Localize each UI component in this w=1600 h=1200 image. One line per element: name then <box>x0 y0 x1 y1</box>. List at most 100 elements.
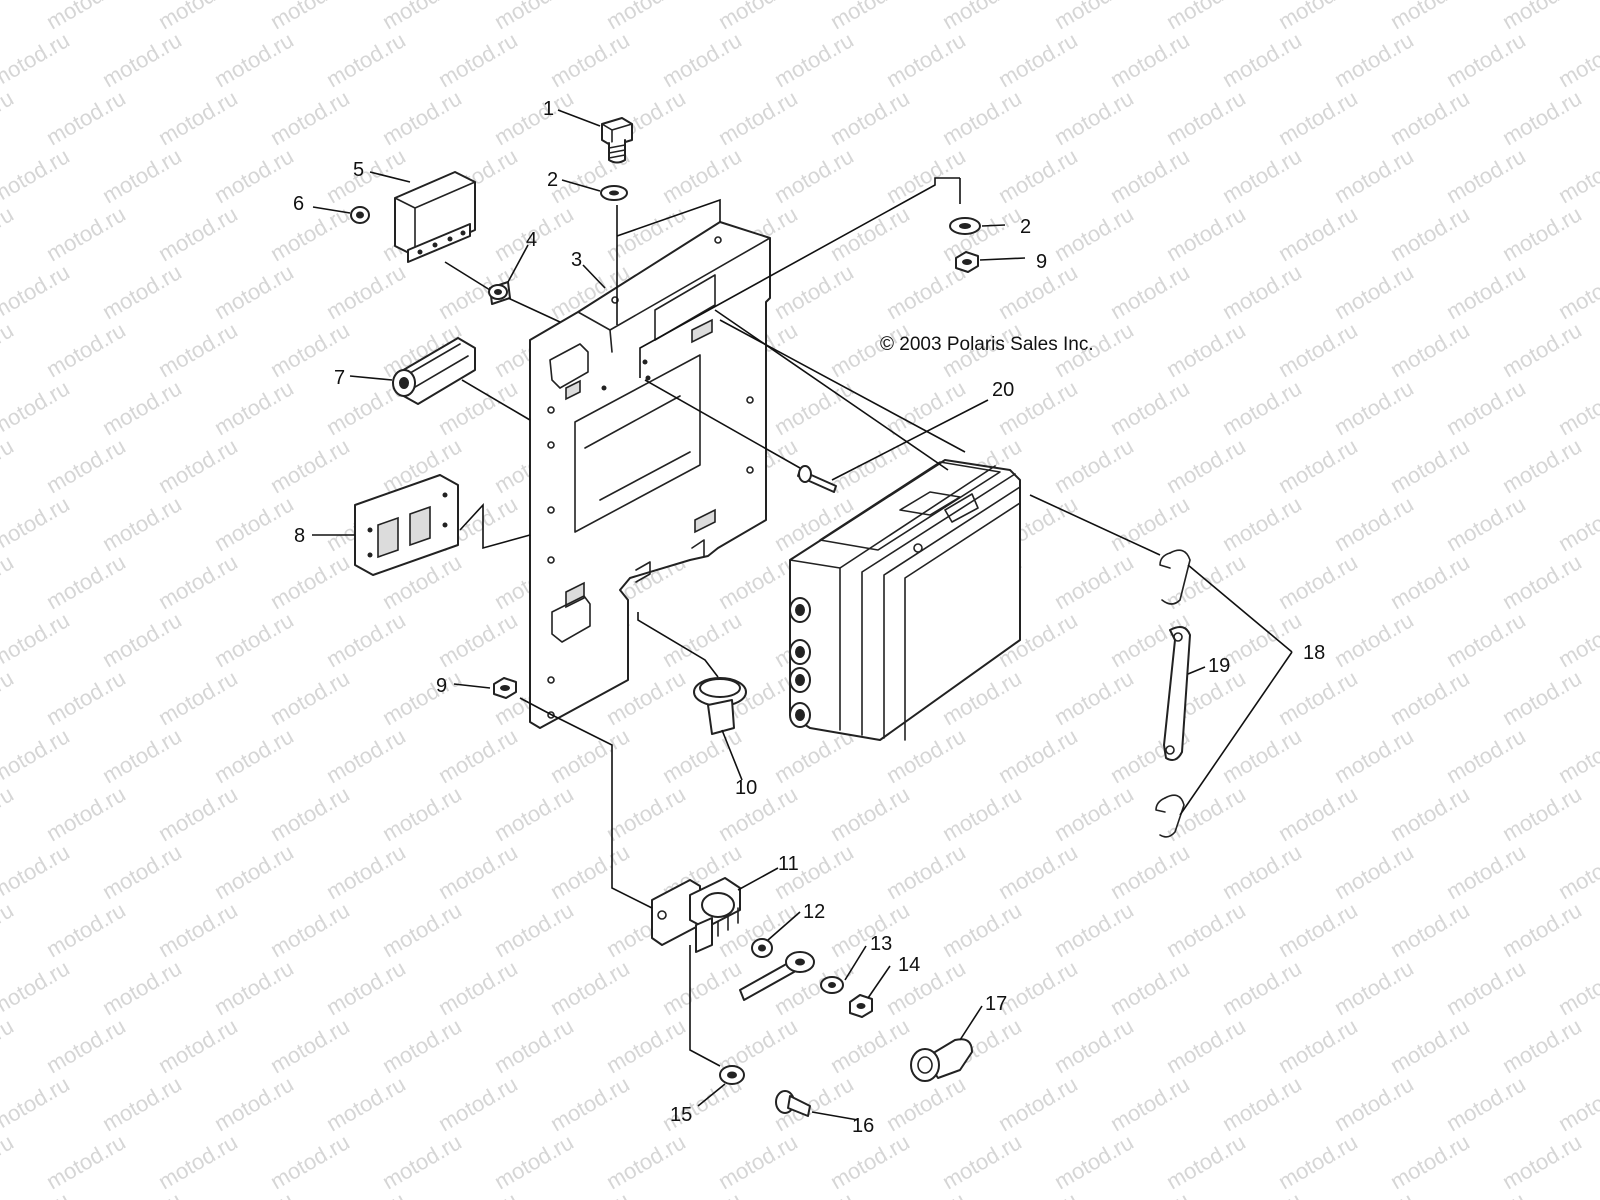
watermark-text: motod.ru <box>42 85 130 150</box>
watermark-text: motod.ru <box>210 955 298 1020</box>
watermark-text: motod.ru <box>1106 27 1194 92</box>
watermark-text: motod.ru <box>378 897 466 962</box>
watermark-text: motod.ru <box>0 1071 74 1136</box>
watermark-text: motod.ru <box>1498 897 1586 962</box>
callout-11: 11 <box>778 853 799 875</box>
watermark-text: motod.ru <box>1554 723 1600 788</box>
callout-leaders <box>312 109 1293 1121</box>
watermark-text: motod.ru <box>1442 259 1530 324</box>
watermark-text: motod.ru <box>210 143 298 208</box>
watermark-text: motod.ru <box>714 1129 802 1194</box>
watermark-text: motod.ru <box>0 897 18 962</box>
callout-6: 6 <box>293 193 304 215</box>
watermark-text: motod.ru <box>714 781 802 846</box>
watermark-text: motod.ru <box>826 85 914 150</box>
watermark-text: motod.ru <box>1274 781 1362 846</box>
watermark-text: motod.ru <box>210 1071 298 1136</box>
watermark-text: motod.ru <box>826 1013 914 1078</box>
watermark-text: motod.ru <box>434 607 522 672</box>
watermark-text: motod.ru <box>1218 491 1306 556</box>
watermark-text: motod.ru <box>490 1129 578 1194</box>
watermark-text: motod.ru <box>0 781 18 846</box>
watermark-text: motod.ru <box>546 955 634 1020</box>
watermark-text: motod.ru <box>490 1013 578 1078</box>
watermark-text: motod.ru <box>490 781 578 846</box>
watermark-text: motod.ru <box>1386 665 1474 730</box>
watermark-text: motod.ru <box>1162 0 1250 34</box>
watermark-text: motod.ru <box>154 665 242 730</box>
watermark-text: motod.ru <box>1106 955 1194 1020</box>
watermark-text: motod.ru <box>1386 1013 1474 1078</box>
watermark-text: motod.ru <box>0 955 74 1020</box>
callout-16: 16 <box>852 1115 874 1137</box>
exploded-view-lines <box>444 177 1161 1067</box>
watermark-text: motod.ru <box>1162 85 1250 150</box>
watermark-text: motod.ru <box>42 1129 130 1194</box>
watermark-text: motod.ru <box>1162 897 1250 962</box>
callout-2-right: 2 <box>1020 216 1031 238</box>
watermark-text: motod.ru <box>98 1187 186 1200</box>
watermark-text: motod.ru <box>1050 85 1138 150</box>
watermark-text: motod.ru <box>42 665 130 730</box>
nut-part-9-left <box>493 677 517 699</box>
watermark-text: motod.ru <box>1442 839 1530 904</box>
watermark-text: motod.ru <box>1554 955 1600 1020</box>
watermark-text: motod.ru <box>1050 665 1138 730</box>
callout-14: 14 <box>898 954 920 976</box>
watermark-text: motod.ru <box>42 317 130 382</box>
watermark-text: motod.ru <box>994 1071 1082 1136</box>
watermark-text: motod.ru <box>1106 143 1194 208</box>
watermark-text: motod.ru <box>490 0 578 34</box>
screw-part-16 <box>775 1090 811 1117</box>
watermark-text: motod.ru <box>378 665 466 730</box>
watermark-text: motod.ru <box>98 259 186 324</box>
watermark-text: motod.ru <box>154 1129 242 1194</box>
callout-15: 15 <box>670 1104 692 1126</box>
watermark-text: motod.ru <box>770 27 858 92</box>
watermark-text: motod.ru <box>1330 607 1418 672</box>
watermark-text: motod.ru <box>1218 1071 1306 1136</box>
watermark-text: motod.ru <box>1386 781 1474 846</box>
watermark-text: motod.ru <box>0 143 74 208</box>
watermark-text: motod.ru <box>434 955 522 1020</box>
watermark-text: motod.ru <box>1162 201 1250 266</box>
watermark-text: motod.ru <box>546 723 634 788</box>
watermark-text: motod.ru <box>1274 0 1362 34</box>
watermark-text: motod.ru <box>322 607 410 672</box>
watermark-text: motod.ru <box>1386 201 1474 266</box>
watermark-text: motod.ru <box>434 723 522 788</box>
watermark-text: motod.ru <box>154 897 242 962</box>
watermark-text: motod.ru <box>1386 85 1474 150</box>
watermark-text: motod.ru <box>938 201 1026 266</box>
watermark-text: motod.ru <box>602 1129 690 1194</box>
watermark-text: motod.ru <box>1498 85 1586 150</box>
watermark-text: motod.ru <box>98 839 186 904</box>
watermark-text: motod.ru <box>322 1071 410 1136</box>
watermark-text: motod.ru <box>994 143 1082 208</box>
watermark-text: motod.ru <box>938 1129 1026 1194</box>
housing-part-7 <box>392 337 476 405</box>
watermark-text: motod.ru <box>98 491 186 556</box>
watermark-text: motod.ru <box>42 781 130 846</box>
watermark-text: motod.ru <box>210 839 298 904</box>
callout-20: 20 <box>992 379 1014 401</box>
watermark-text: motod.ru <box>1498 201 1586 266</box>
watermark-text: motod.ru <box>266 897 354 962</box>
washer-part-2-top <box>600 185 628 201</box>
watermark-text: motod.ru <box>266 1129 354 1194</box>
watermark-text: motod.ru <box>266 85 354 150</box>
watermark-text: motod.ru <box>658 27 746 92</box>
watermark-text: motod.ru <box>882 143 970 208</box>
watermark-text: motod.ru <box>826 201 914 266</box>
watermark-text: motod.ru <box>1554 259 1600 324</box>
watermark-text: motod.ru <box>1498 1129 1586 1194</box>
watermark-text: motod.ru <box>826 0 914 34</box>
watermark-text: motod.ru <box>1330 1071 1418 1136</box>
watermark-text: motod.ru <box>1386 433 1474 498</box>
watermark-text: motod.ru <box>1274 1129 1362 1194</box>
watermark-text: motod.ru <box>1050 1129 1138 1194</box>
watermark-text: motod.ru <box>154 433 242 498</box>
watermark-text: motod.ru <box>1442 491 1530 556</box>
watermark-text: motod.ru <box>714 549 802 614</box>
watermark-text: motod.ru <box>1554 1187 1600 1200</box>
